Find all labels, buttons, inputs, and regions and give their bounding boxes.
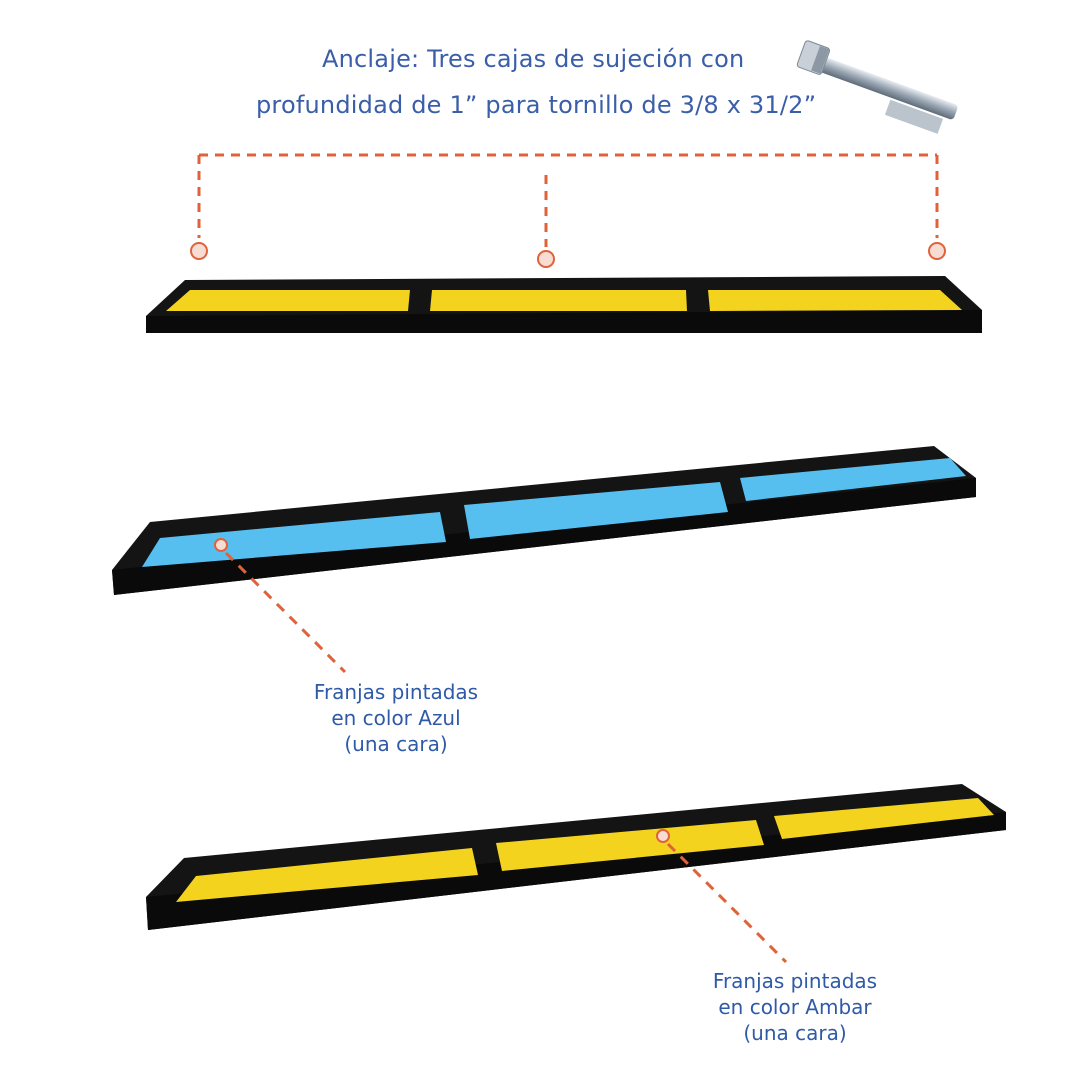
parking-stopper-blue [112, 446, 976, 674]
parking-stopper-amber-top [146, 276, 982, 333]
blue-callout-line-3: (una cara) [344, 732, 448, 756]
blue-stripe-callout: Franjas pintadas en color Azul (una cara… [276, 679, 516, 757]
amber-stripe [166, 290, 410, 311]
anchor-points [190, 242, 946, 268]
amber-stripe-callout: Franjas pintadas en color Ambar (una car… [675, 968, 915, 1046]
blue-callout-line-1: Franjas pintadas [313, 680, 479, 704]
anchor-description-line-1: Anclaje: Tres cajas de sujeción con [322, 45, 745, 73]
amber-stripe [430, 290, 687, 311]
blue-callout-line-2: en color Azul [331, 706, 461, 730]
blue-stripe [142, 512, 446, 567]
anchor-point-right [928, 242, 946, 260]
blue-stripe [464, 482, 728, 539]
amber-stripe [176, 848, 478, 902]
amber-callout-line-1: Franjas pintadas [712, 969, 878, 993]
amber-stripe [708, 290, 962, 311]
amber-stripe [774, 798, 994, 839]
amber-stripe [496, 820, 764, 871]
anchor-bolt-icon [796, 40, 958, 134]
anchor-point-center [537, 250, 555, 268]
amber-callout-line-3: (una cara) [743, 1021, 847, 1045]
blue-stripe [740, 458, 966, 501]
anchor-point-left [190, 242, 208, 260]
anchor-leader-lines [197, 153, 939, 247]
anchor-description-line-2: profundidad de 1” para tornillo de 3/8 x… [256, 91, 817, 119]
parking-stopper-amber-bottom [146, 784, 1006, 964]
amber-callout-line-2: en color Ambar [718, 995, 872, 1019]
